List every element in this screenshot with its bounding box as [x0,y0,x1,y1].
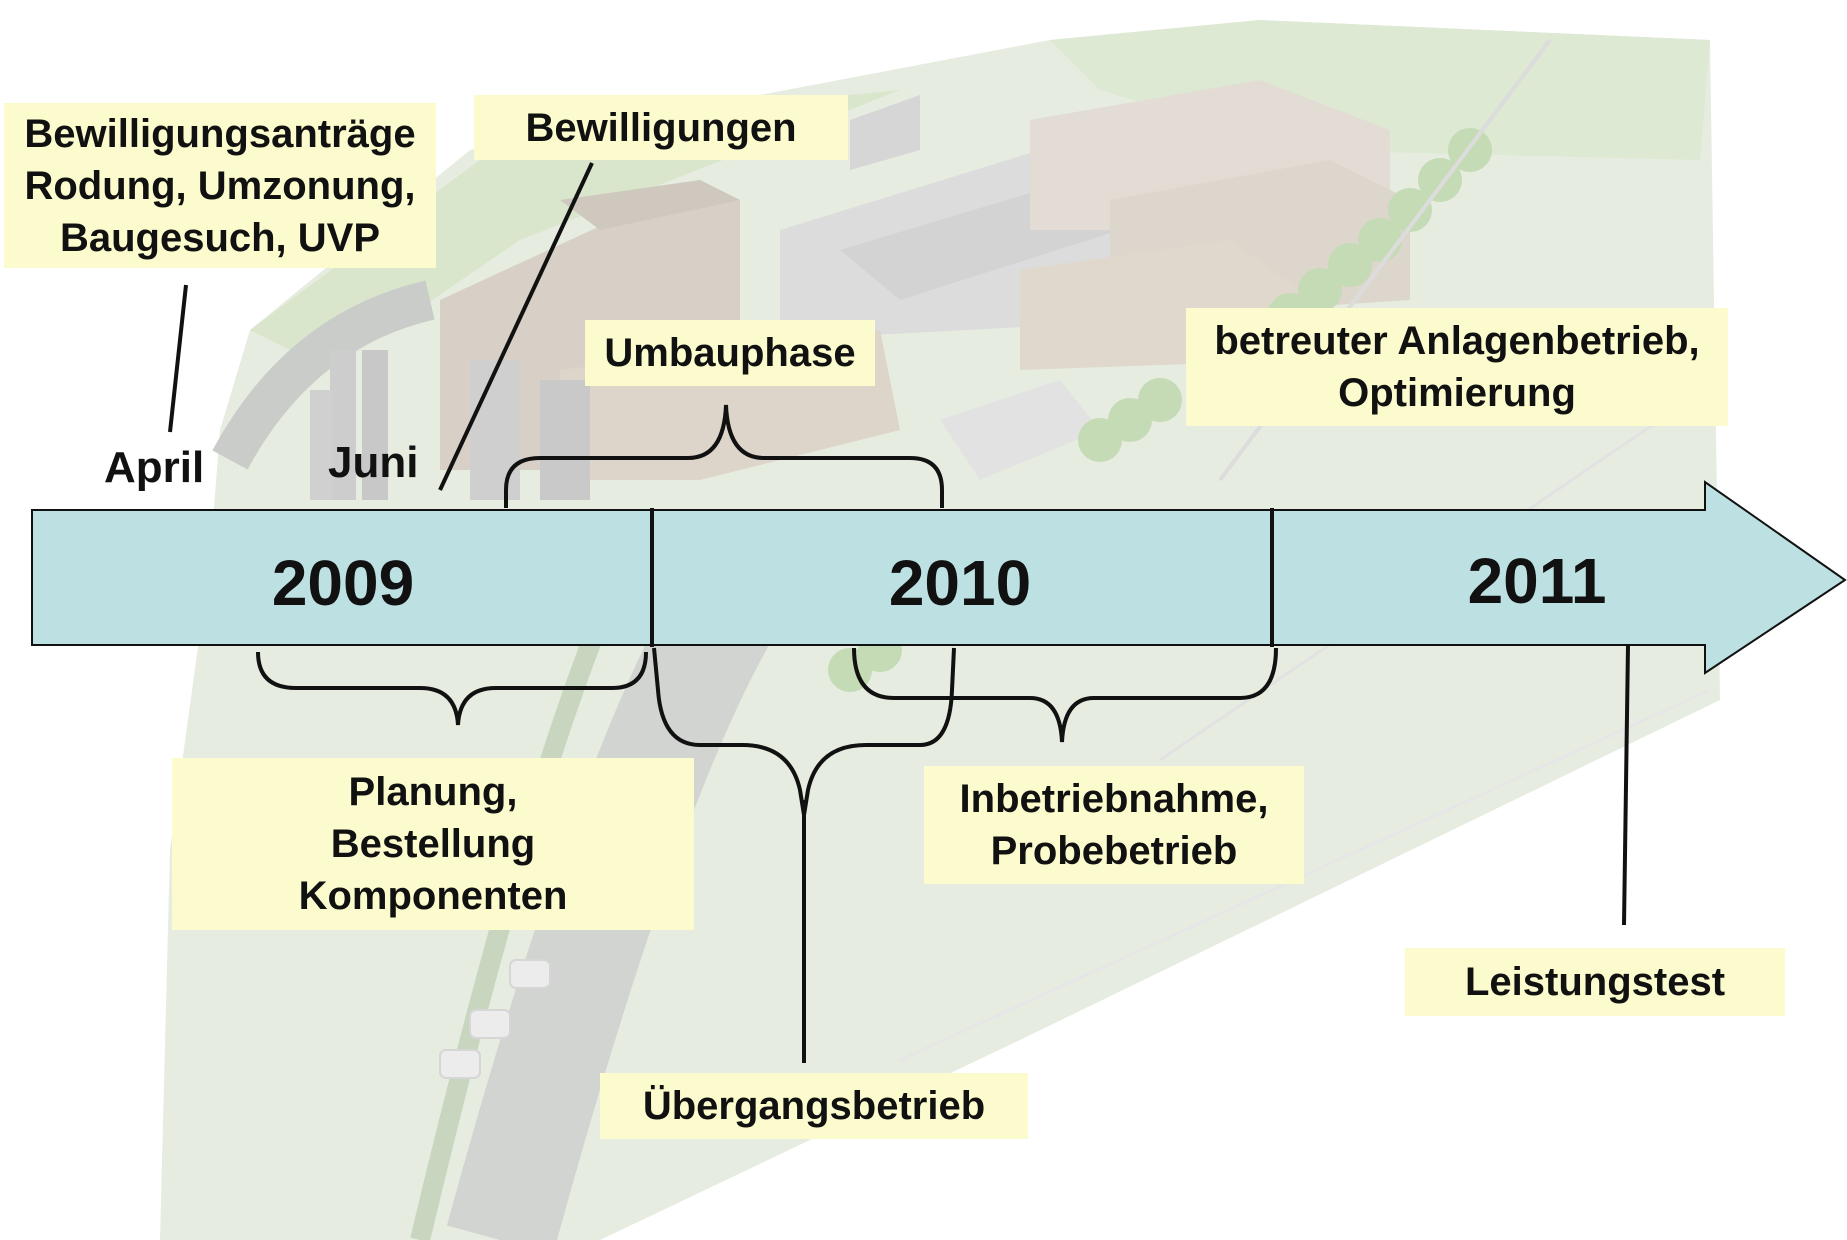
note-umbauphase: Umbauphase [585,320,875,386]
brace-planung [256,651,648,726]
note-leistungstest: Leistungstest [1405,948,1785,1016]
note-bewilligungsantraege: Bewilligungsanträge Rodung, Umzonung, Ba… [4,103,436,268]
note-planung: Planung, Bestellung Komponenten [172,758,694,930]
leader-line-leistungstest [1622,644,1630,926]
month-label-juni: Juni [328,438,419,487]
brace-inbetriebnahme [852,647,1278,743]
month-label-april: April [104,443,205,492]
year-2011-label: 2011 [1467,545,1607,617]
timeline-arrow [31,480,1847,675]
note-uebergangsbetrieb: Übergangsbetrieb [600,1073,1028,1139]
note-betreuter-anlagenbetrieb: betreuter Anlagenbetrieb, Optimierung [1186,308,1728,426]
leader-line-april [168,284,188,433]
note-inbetriebnahme: Inbetriebnahme, Probebetrieb [924,766,1304,884]
brace-umbauphase [504,404,944,508]
brace-uebergangsbetrieb [652,647,956,816]
year-2010-label: 2010 [888,547,1032,619]
year-2009-label: 2009 [271,547,415,619]
leader-line-juni [438,162,594,491]
note-bewilligungen: Bewilligungen [474,95,848,160]
